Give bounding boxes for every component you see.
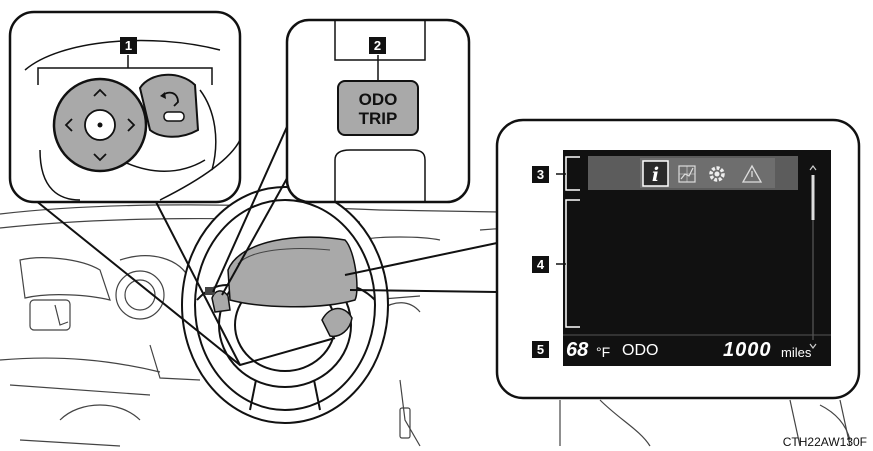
callout-badge-1: 1 xyxy=(120,37,137,54)
callout-badge-2: 2 xyxy=(369,37,386,54)
callout-badge-4: 4 xyxy=(532,256,549,273)
distance-value: 1000 xyxy=(723,339,772,361)
info-icon xyxy=(642,160,669,187)
odometer-mode-label: ODO xyxy=(622,342,659,359)
scrollbar-thumb xyxy=(811,175,815,220)
odo-button-line2: TRIP xyxy=(358,109,398,128)
instrument-cluster xyxy=(227,236,358,308)
odo-trip-button: ODO TRIP xyxy=(337,80,419,136)
svg-text:i: i xyxy=(652,164,659,186)
temperature-value: 68 xyxy=(566,339,589,361)
switch-closeup-panel xyxy=(8,10,242,204)
chart-icon xyxy=(678,165,696,183)
distance-unit: miles xyxy=(781,345,812,360)
warning-icon xyxy=(741,164,763,183)
odo-button-line1: ODO xyxy=(358,90,398,109)
display-closeup-panel: i xyxy=(495,118,861,400)
callout-badge-5: 5 xyxy=(532,341,549,358)
figure-code: CTH22AW130F xyxy=(782,435,867,449)
gear-icon xyxy=(709,166,725,182)
temperature-unit: °F xyxy=(596,344,611,360)
dashboard-background xyxy=(0,204,851,447)
scroll-up-icon xyxy=(809,165,817,171)
scroll-down-icon xyxy=(809,343,817,349)
callout-badge-3: 3 xyxy=(532,166,549,183)
